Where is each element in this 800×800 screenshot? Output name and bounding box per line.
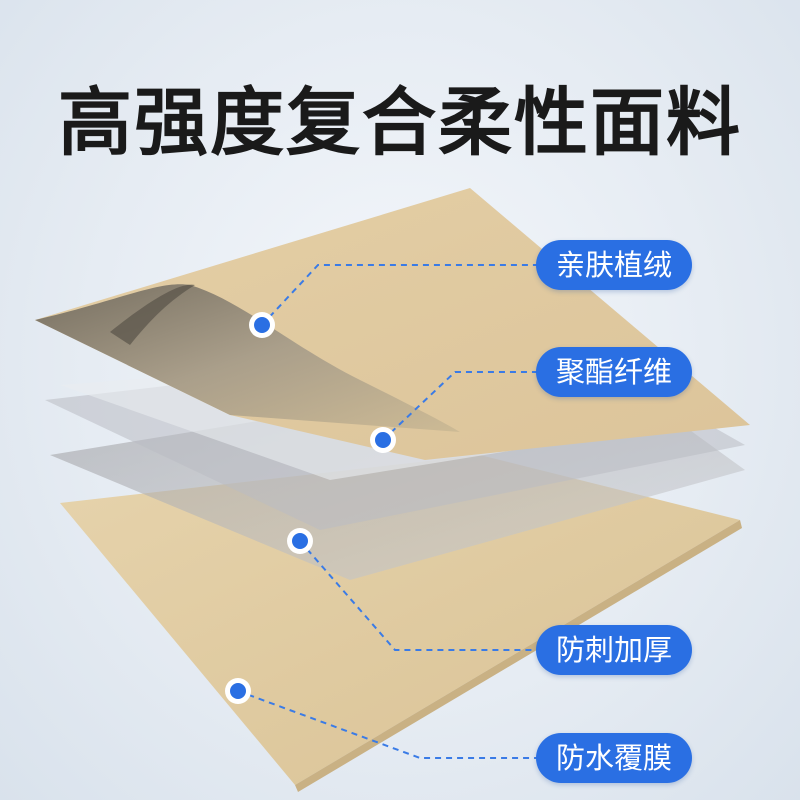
connector-lines — [237, 264, 540, 759]
page-title: 高强度复合柔性面料 — [58, 80, 742, 166]
label-waterproof-film: 防水覆膜 — [536, 733, 693, 783]
label-anti-stab: 防刺加厚 — [536, 625, 693, 675]
label-polyester: 聚酯纤维 — [536, 347, 693, 397]
anchor-dots — [225, 312, 396, 704]
label-skin-flocking: 亲肤植绒 — [536, 240, 693, 290]
layer-waterproof-film — [60, 455, 742, 792]
